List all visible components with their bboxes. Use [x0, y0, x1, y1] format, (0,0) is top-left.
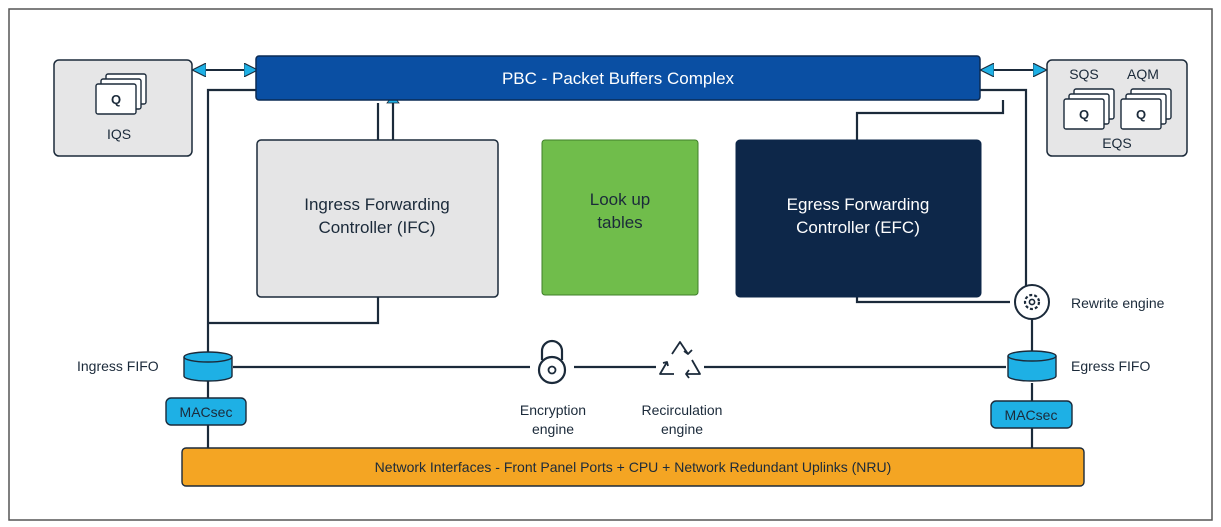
ifc-label-line1: Ingress Forwarding [304, 195, 450, 214]
sqs-label: SQS [1069, 66, 1099, 82]
eqs-panel: SQS AQM Q Q EQS [1046, 59, 1188, 157]
lookup-tables-box: Look up tables [541, 139, 699, 296]
lookup-label-line2: tables [597, 213, 642, 232]
rewrite-engine-label: Rewrite engine [1071, 295, 1165, 311]
recirculation-label-line1: Recirculation [642, 402, 723, 418]
ifc-box: Ingress Forwarding Controller (IFC) [256, 139, 499, 298]
recycle-icon [659, 341, 701, 379]
efc-to-rewrite-line [855, 297, 1010, 304]
pbc-label: PBC - Packet Buffers Complex [502, 69, 735, 88]
macsec-right-label: MACsec [1005, 407, 1058, 423]
egress-fifo-label: Egress FIFO [1071, 358, 1150, 374]
eqs-label: EQS [1102, 135, 1132, 151]
queue-stack-icon: Q [95, 73, 147, 115]
left-vertical-line [206, 88, 258, 453]
efc-top-line [855, 100, 1005, 140]
network-interfaces-label: Network Interfaces - Front Panel Ports +… [375, 459, 892, 475]
encryption-label-line1: Encryption [520, 402, 586, 418]
lock-icon [537, 339, 567, 385]
connector-lines [206, 88, 1034, 453]
iqs-label: IQS [107, 126, 131, 142]
macsec-right-box: MACsec [990, 400, 1073, 429]
efc-box: Egress Forwarding Controller (EFC) [735, 139, 982, 298]
ingress-fifo-label: Ingress FIFO [77, 358, 159, 374]
queue-stack-icon: Q [1120, 88, 1172, 130]
macsec-left-box: MACsec [165, 397, 247, 426]
encryption-label-line2: engine [532, 421, 574, 437]
recirculation-label-line2: engine [661, 421, 703, 437]
efc-label-line1: Egress Forwarding [787, 195, 930, 214]
lookup-label-line1: Look up [590, 190, 651, 209]
gear-icon [1014, 284, 1050, 320]
network-interfaces-bar: Network Interfaces - Front Panel Ports +… [181, 447, 1085, 487]
ifc-return-line [208, 297, 380, 325]
ifc-label-line2: Controller (IFC) [318, 218, 435, 237]
pbc-bar: PBC - Packet Buffers Complex [255, 55, 981, 101]
right-vertical-upper [980, 88, 1028, 288]
iqs-panel: Q IQS [53, 59, 193, 157]
efc-label-line2: Controller (EFC) [796, 218, 920, 237]
iqs-queue-letter: Q [111, 92, 121, 107]
cylinder-icon [1007, 350, 1057, 382]
macsec-left-label: MACsec [180, 404, 233, 420]
cylinder-icon [183, 351, 233, 382]
aqm-label: AQM [1127, 66, 1159, 82]
queue-stack-icon: Q [1063, 88, 1115, 130]
eqs-queue-letter-2: Q [1136, 107, 1146, 122]
eqs-queue-letter-1: Q [1079, 107, 1089, 122]
